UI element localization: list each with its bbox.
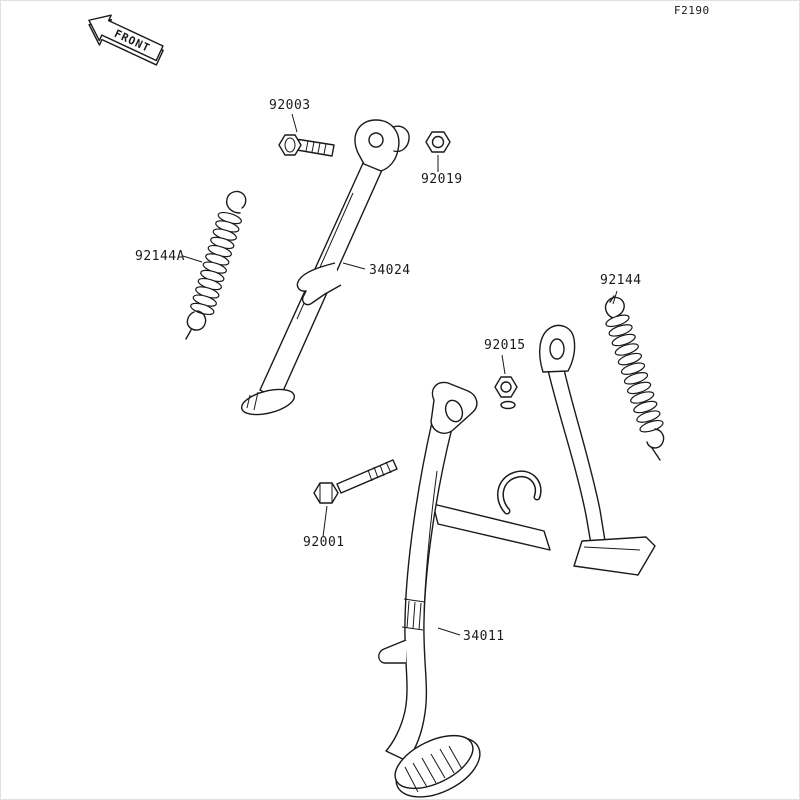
pivot-bolt-threads [305,140,327,155]
right-bracket-hole [549,338,565,360]
leader-92144a [182,255,203,263]
spring-a-coils [190,211,242,316]
clevis-hole [368,132,384,148]
part-label-92144a: 92144A [135,249,185,264]
center-nut-washer [500,400,516,410]
part-label-92015: 92015 [484,338,526,353]
spring-b-top-hook [604,295,625,319]
spring-hook-inner [498,471,541,513]
pivot-nut-drawing [425,131,451,153]
center-bolt-head [313,482,339,504]
spring-a-top-hook [225,190,247,214]
leader-lines [182,113,618,636]
part-label-92003: 92003 [269,98,311,113]
pivot-nut-hole [431,135,445,149]
right-foot-fold-line [583,546,641,551]
center-stand-right-leg [547,364,607,551]
center-stand-drawing [378,324,656,798]
leader-92015 [501,354,506,375]
side-stand-spring-drawing [185,190,247,340]
pivot-bolt-shank [296,138,335,157]
foot-pedal-grip-lines [404,745,463,793]
part-label-34024: 34024 [369,263,411,278]
side-stand-foot-lines [246,391,259,411]
center-nut-hole [500,381,512,393]
center-bolt-shank [336,459,398,494]
center-stand-spring-drawing [604,295,665,461]
leader-92144 [612,290,618,305]
part-label-92144: 92144 [600,273,642,288]
left-leg-spring-tab [378,639,407,664]
center-stand-nut-drawing [494,376,518,410]
leader-34011 [437,627,461,636]
clamp-bolt-hole [444,399,464,423]
center-bolt-threads [367,461,392,482]
clevis-ear [392,125,410,153]
left-leg-collar [401,598,426,631]
center-stand-right-foot [573,536,656,576]
center-stand-crossbar [432,503,551,551]
leader-92001 [322,505,328,538]
pivot-bolt-drawing [278,134,335,157]
part-label-92019: 92019 [421,172,463,187]
front-direction-arrow: FRONT [88,14,164,66]
leader-34024 [342,262,366,270]
side-stand-hook-bracket [296,262,342,306]
side-stand-drawing [240,119,410,416]
pivot-bolt-head [278,134,302,156]
part-label-34011: 34011 [463,629,505,644]
part-labels: 92003 92019 92144A 34024 92144 92015 920… [135,98,642,644]
spring-b-coils [605,314,664,433]
front-arrow-icon [88,14,164,62]
center-bolt-head-facets [319,483,333,503]
spring-b-bottom-hook [646,428,665,461]
figure-code: F2190 [674,4,710,17]
leader-92003 [291,113,298,133]
foot-pedal-pad [394,734,474,790]
center-stand-left-leg [385,421,453,762]
pivot-bolt-head-facet [284,137,296,153]
center-stand-bolt-drawing [313,459,398,504]
spring-a-bottom-hook [185,310,207,340]
part-label-92001: 92001 [303,535,345,550]
